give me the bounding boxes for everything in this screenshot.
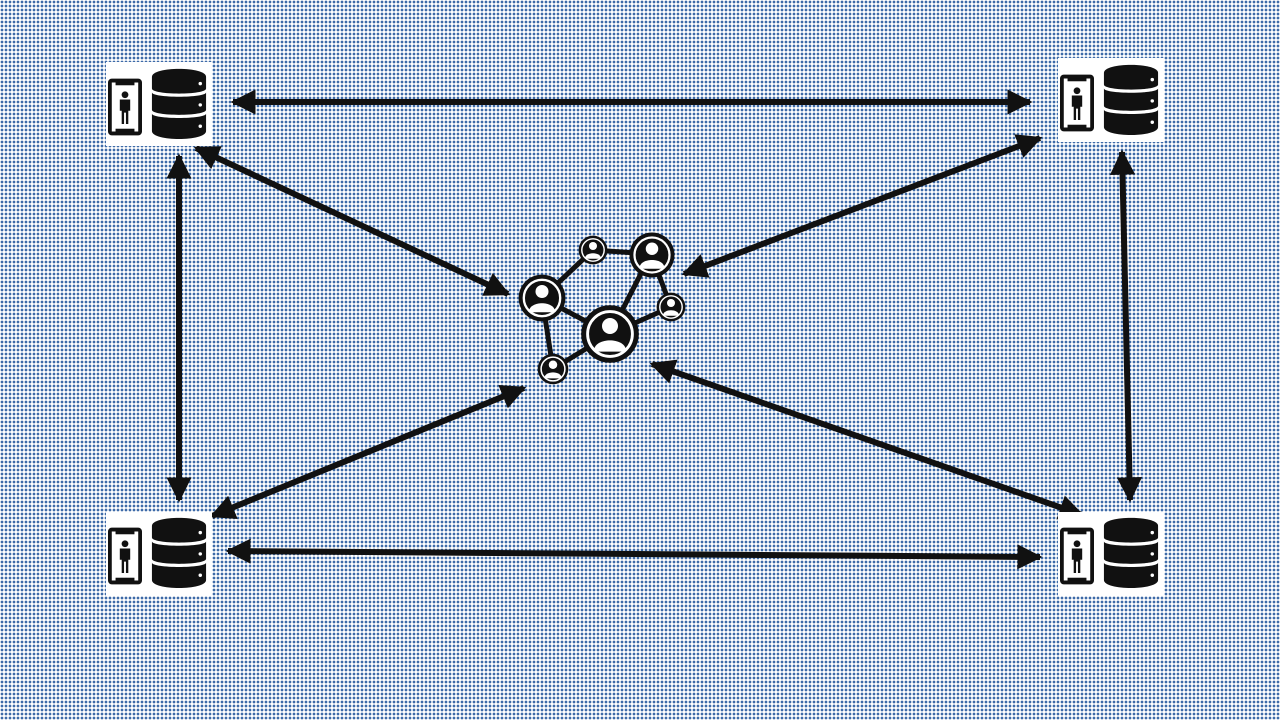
- mobile-person-icon: [1060, 527, 1094, 585]
- database-icon: [151, 68, 207, 140]
- mobile-person-icon: [108, 78, 142, 136]
- mobile-person-icon: [1060, 74, 1094, 132]
- database-icon: [1103, 64, 1159, 136]
- edge-bottom: [225, 538, 1043, 570]
- node-bottom-right: [1058, 512, 1164, 596]
- user-node-icon: [655, 291, 687, 323]
- user-node-icon: [628, 231, 676, 279]
- database-icon: [151, 517, 207, 589]
- edge-top-left-hub: [193, 145, 511, 297]
- edge-right: [1109, 149, 1143, 503]
- node-bottom-left: [106, 512, 212, 596]
- edge-top-right-hub: [681, 134, 1043, 278]
- edge-bottom-right-hub: [649, 359, 1085, 520]
- node-top-right: [1058, 58, 1164, 142]
- user-node-icon: [517, 273, 567, 323]
- user-node-icon: [536, 352, 570, 386]
- edges: [166, 89, 1143, 570]
- user-node-icon: [579, 303, 641, 365]
- mobile-person-icon: [108, 527, 142, 585]
- user-network-icon: [517, 231, 687, 386]
- database-icon: [1103, 517, 1159, 589]
- network-hub: [517, 231, 687, 386]
- edge-bottom-left-hub: [209, 384, 527, 520]
- user-node-icon: [577, 234, 609, 266]
- node-top-left: [106, 62, 212, 146]
